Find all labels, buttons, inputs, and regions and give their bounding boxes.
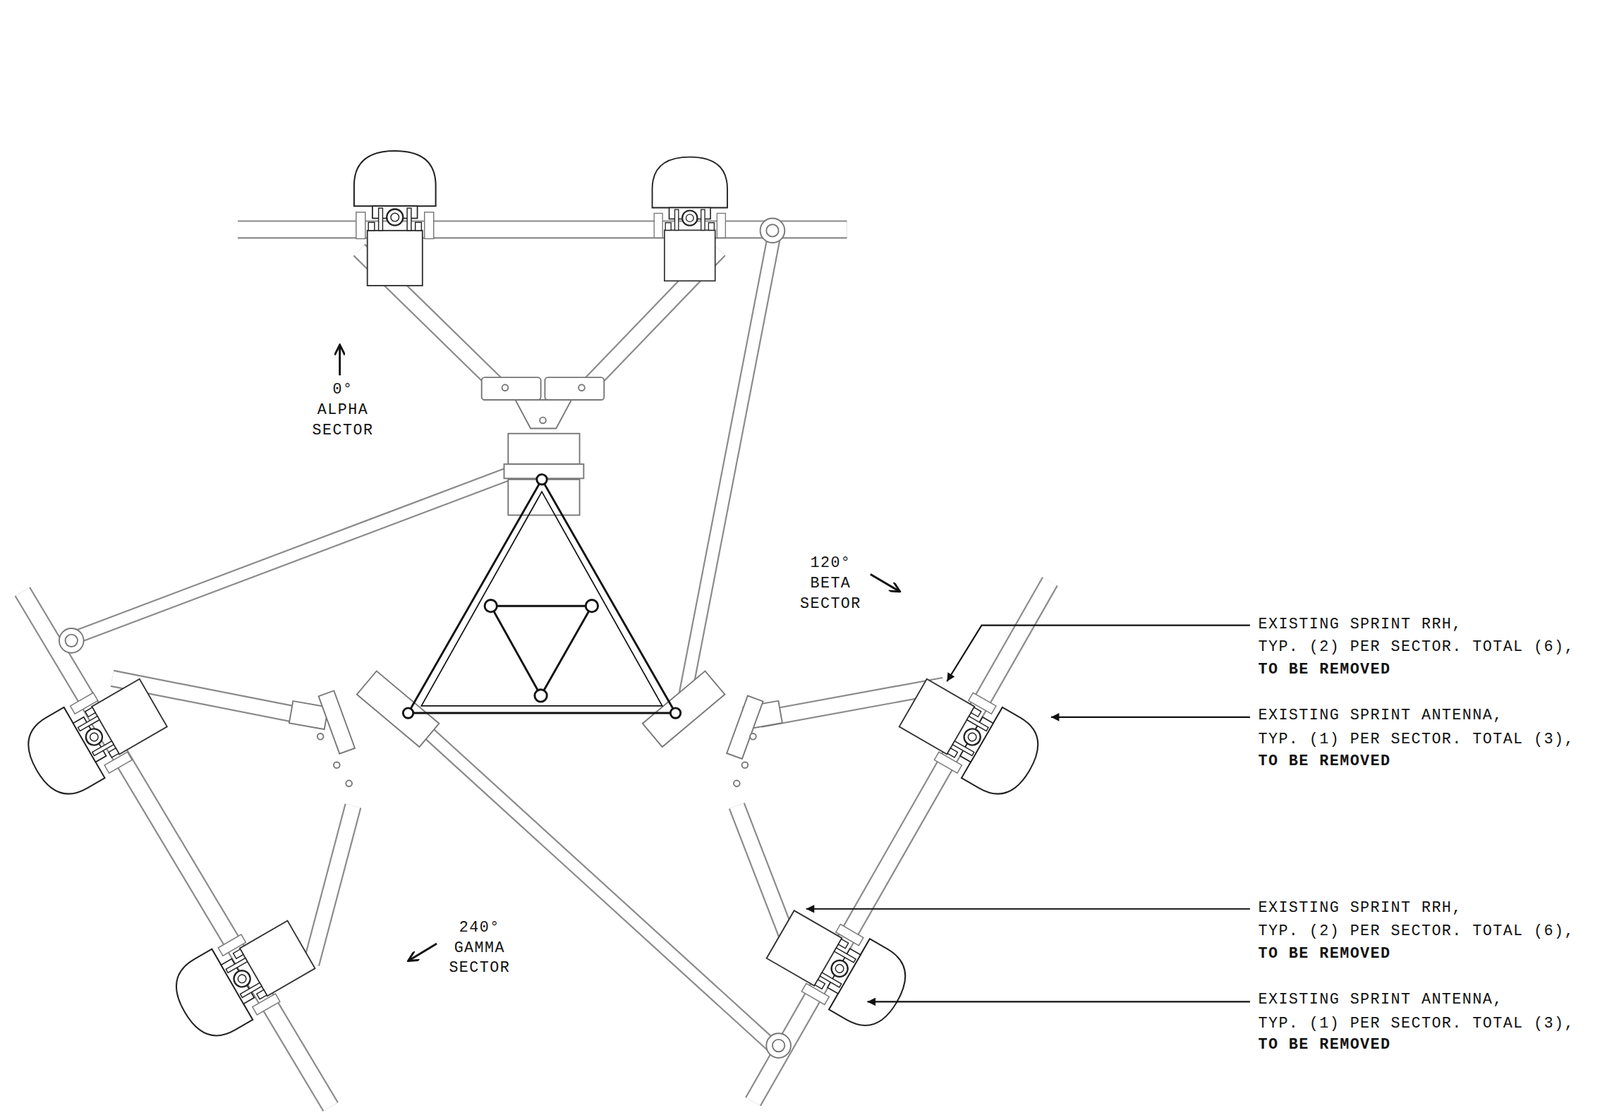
callout-text: TYP. (2) PER SECTOR. TOTAL (6), [1257,637,1574,659]
sector-label: 0° ALPHA SECTOR [308,380,377,443]
sector-arrows [340,344,901,962]
callout-text: EXISTING SPRINT RRH, [1257,898,1462,920]
rod-fittings [59,218,791,1059]
callout-text: TO BE REMOVED [1257,752,1391,773]
sector-label: 120° BETA SECTOR [797,553,865,616]
callout-text: EXISTING SPRINT ANTENNA, [1257,706,1503,727]
callout-text: TYP. (1) PER SECTOR. TOTAL (3), [1257,1014,1574,1035]
callout-text: TO BE REMOVED [1257,1035,1391,1057]
callout-text: TO BE REMOVED [1257,944,1391,966]
sector-label: 240° GAMMA SECTOR [445,918,513,980]
callout-text: TO BE REMOVED [1257,660,1391,681]
callout-text: TYP. (2) PER SECTOR. TOTAL (6), [1257,922,1574,944]
triangle-mast [402,474,681,719]
callout-text: EXISTING SPRINT ANTENNA, [1257,990,1503,1011]
callout-text: EXISTING SPRINT RRH, [1257,615,1462,636]
callout-text: TYP. (1) PER SECTOR. TOTAL (3), [1257,730,1574,752]
antenna-mounts [16,150,1050,1048]
pipe-strips [22,228,1051,1107]
hinge-plates [289,377,783,787]
leader-lines [806,625,1251,1003]
